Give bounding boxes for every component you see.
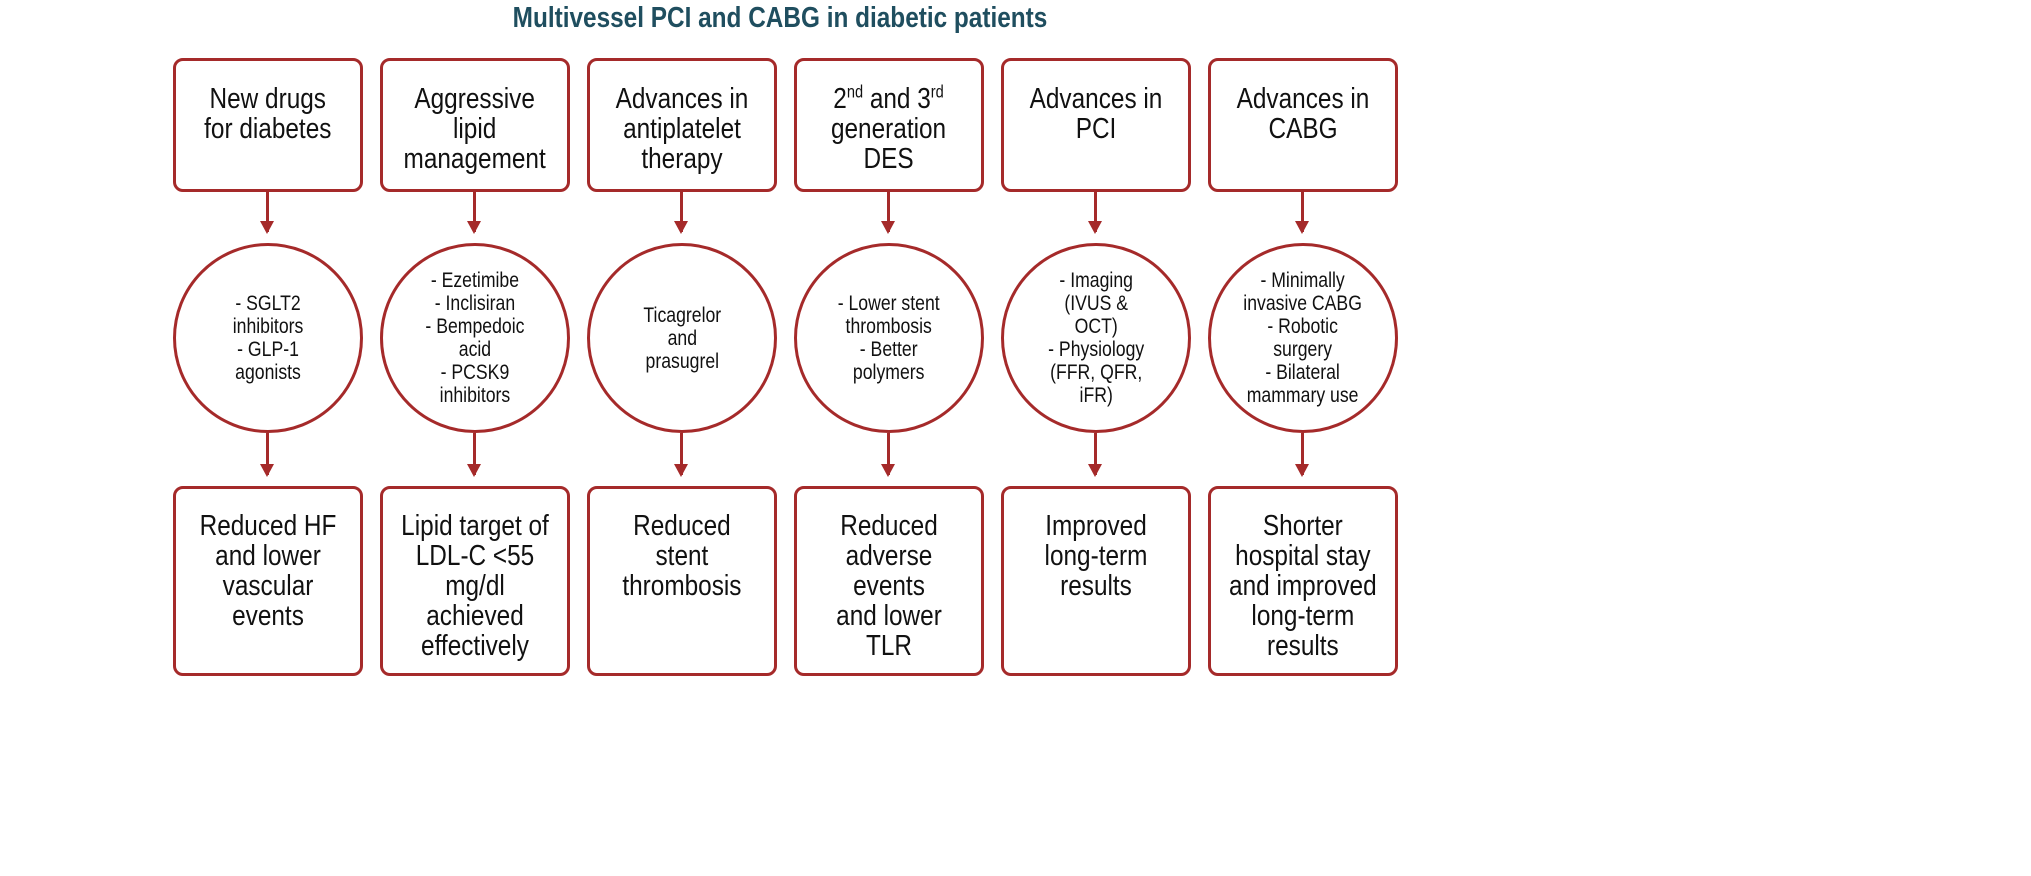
bottom-box-text: Shorter hospital stay and improved long-… [1229, 510, 1377, 662]
top-box-text: 2nd and 3rd generation DES [831, 81, 947, 175]
top-box-cabg: Advances in CABG [1208, 58, 1398, 192]
column-lipid-management: Aggressive lipid management - Ezetimibe … [380, 0, 570, 876]
bottom-box-text: Reduced stent thrombosis [622, 510, 742, 602]
circle-des: - Lower stent thrombosis - Better polyme… [794, 243, 984, 433]
arrow-down-icon [881, 433, 895, 477]
arrow-down-icon [467, 433, 481, 477]
circle-text: - Minimally invasive CABG - Robotic surg… [1243, 269, 1363, 407]
superscript-rd: rd [931, 81, 945, 102]
column-des: 2nd and 3rd generation DES - Lower stent… [794, 0, 984, 876]
bottom-box-des: Reduced adverse events and lower TLR [794, 486, 984, 676]
arrow-down-icon [674, 192, 688, 234]
arrow-down-icon [260, 433, 274, 477]
arrow-down-icon [881, 192, 895, 234]
circle-text: - Lower stent thrombosis - Better polyme… [838, 292, 940, 384]
circle-antiplatelet: Ticagrelor and prasugrel [587, 243, 777, 433]
top-box-text: Advances in CABG [1236, 83, 1370, 145]
arrow-down-icon [1088, 192, 1102, 234]
column-antiplatelet: Advances in antiplatelet therapy Ticagre… [587, 0, 777, 876]
bottom-box-text: Reduced HF and lower vascular events [199, 510, 337, 632]
arrow-down-icon [674, 433, 688, 477]
top-box-lipid-management: Aggressive lipid management [380, 58, 570, 192]
arrow-down-icon [467, 192, 481, 234]
column-pci: Advances in PCI - Imaging (IVUS & OCT) -… [1001, 0, 1191, 876]
top-box-text-part: generation DES [831, 113, 947, 175]
circle-new-drugs: - SGLT2 inhibitors - GLP-1 agonists [173, 243, 363, 433]
top-box-text: Advances in PCI [1029, 83, 1163, 145]
bottom-box-new-drugs: Reduced HF and lower vascular events [173, 486, 363, 676]
circle-text: - SGLT2 inhibitors - GLP-1 agonists [232, 292, 304, 384]
top-box-new-drugs: New drugs for diabetes [173, 58, 363, 192]
bottom-box-pci: Improved long-term results [1001, 486, 1191, 676]
top-box-text: Aggressive lipid management [403, 83, 547, 175]
superscript-nd: nd [847, 81, 864, 102]
circle-text: - Imaging (IVUS & OCT) - Physiology (FFR… [1047, 269, 1145, 407]
circle-text: Ticagrelor and prasugrel [643, 303, 721, 373]
bottom-box-antiplatelet: Reduced stent thrombosis [587, 486, 777, 676]
arrow-down-icon [260, 192, 274, 234]
top-box-text: Advances in antiplatelet therapy [615, 83, 749, 175]
bottom-box-text: Improved long-term results [1044, 510, 1148, 602]
bottom-box-cabg: Shorter hospital stay and improved long-… [1208, 486, 1398, 676]
bottom-box-text: Reduced adverse events and lower TLR [836, 510, 942, 662]
circle-lipid-management: - Ezetimibe - Inclisiran - Bempedoic aci… [380, 243, 570, 433]
top-box-text-part: 2 [833, 83, 848, 115]
circle-pci: - Imaging (IVUS & OCT) - Physiology (FFR… [1001, 243, 1191, 433]
top-box-antiplatelet: Advances in antiplatelet therapy [587, 58, 777, 192]
arrow-down-icon [1088, 433, 1102, 477]
arrow-down-icon [1295, 192, 1309, 234]
circle-cabg: - Minimally invasive CABG - Robotic surg… [1208, 243, 1398, 433]
arrow-down-icon [1295, 433, 1309, 477]
bottom-box-lipid-management: Lipid target of LDL-C <55 mg/dl achieved… [380, 486, 570, 676]
column-cabg: Advances in CABG - Minimally invasive CA… [1208, 0, 1398, 876]
column-new-drugs: New drugs for diabetes - SGLT2 inhibitor… [173, 0, 363, 876]
top-box-des: 2nd and 3rd generation DES [794, 58, 984, 192]
circle-text: - Ezetimibe - Inclisiran - Bempedoic aci… [425, 269, 525, 407]
diagram-title: Multivessel PCI and CABG in diabetic pat… [512, 2, 1048, 34]
top-box-text-part: and 3 [863, 83, 932, 115]
top-box-text: New drugs for diabetes [204, 83, 332, 145]
top-box-pci: Advances in PCI [1001, 58, 1191, 192]
bottom-box-text: Lipid target of LDL-C <55 mg/dl achieved… [401, 510, 549, 662]
